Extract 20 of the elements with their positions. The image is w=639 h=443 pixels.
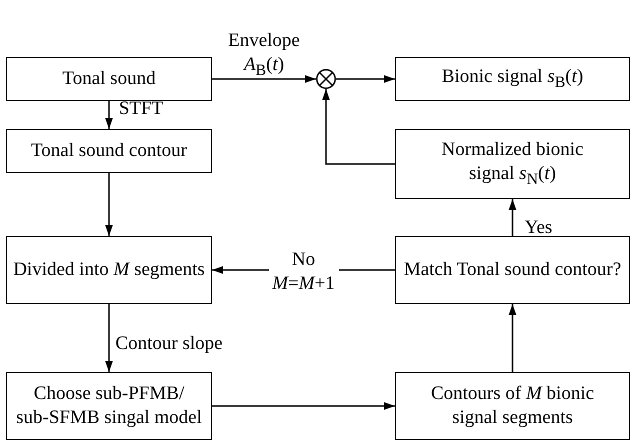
process-box: Match Tonal sound contour? <box>395 236 630 304</box>
arrow <box>105 304 113 372</box>
process-box: Bionic signal s$_{B}$(t) <box>395 57 630 101</box>
arrow <box>105 101 113 129</box>
edge-label: Envelope A$_{B}$(t) <box>227 29 301 80</box>
arrow <box>322 89 395 165</box>
multiplier-circle <box>316 69 336 89</box>
process-box: Choose sub-PFMB/ sub-SFMB singal model <box>6 372 212 440</box>
process-box: Normalized bionic signal s$_{N}$(t) <box>395 129 630 199</box>
arrow <box>336 75 395 83</box>
arrow <box>508 304 516 372</box>
arrow <box>105 173 113 236</box>
process-box: Tonal sound <box>6 57 212 101</box>
edge-label: Contour slope <box>114 332 224 356</box>
arrow <box>212 402 395 410</box>
arrow <box>508 199 516 236</box>
process-box: Tonal sound contour <box>6 129 212 173</box>
process-box: Contours of M bionic signal segments <box>395 372 630 440</box>
arrow <box>212 75 316 83</box>
process-box: Divided into M segments <box>6 236 212 304</box>
